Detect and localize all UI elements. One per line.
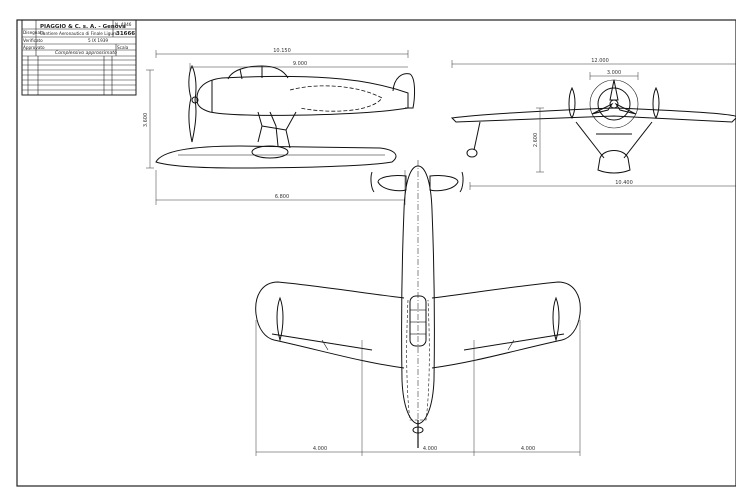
dim-plan-outer-left: 4.000 <box>313 446 327 452</box>
dim-plan-center: 4.000 <box>423 446 437 452</box>
dim-front-float-track: 10.400 <box>615 180 633 186</box>
drawing-description: Complessivo approssimato <box>55 50 117 56</box>
drawing-number: 31666 <box>116 31 135 37</box>
company-name: PIAGGIO & C. s. A. - Genova <box>40 24 126 30</box>
company-subtitle: Cantiere Aeronautico di Finale Ligure <box>40 31 118 36</box>
drawing-date: 5 IX 1939 <box>88 38 108 43</box>
scale-label: Scala <box>117 45 129 50</box>
side-view <box>155 64 416 169</box>
dim-plan-outer-right: 4.000 <box>521 446 535 452</box>
dim-side-length: 10.150 <box>273 48 291 54</box>
dim-side-height: 3.600 <box>143 113 149 127</box>
dim-side-float: 6.800 <box>275 194 289 200</box>
dim-side-fuselage: 9.000 <box>293 61 307 67</box>
side-view-dimensions <box>146 50 409 205</box>
row-label-1: Disegnato <box>23 30 45 35</box>
row-label-3: Approvato <box>23 45 45 50</box>
plan-view <box>255 160 581 448</box>
row-label-2: Verificato <box>23 38 43 43</box>
front-view-dimensions <box>451 60 736 190</box>
top-code: N. 4846 <box>115 22 132 27</box>
dim-front-prop: 3.000 <box>607 70 621 76</box>
dim-front-span: 12.000 <box>591 58 609 64</box>
plan-view-dimensions <box>255 320 581 456</box>
dim-front-height: 2.600 <box>533 133 539 147</box>
front-view <box>450 79 736 174</box>
title-block: PIAGGIO & C. s. A. - Genova Cantiere Aer… <box>21 19 137 96</box>
sheet-border <box>16 19 736 487</box>
